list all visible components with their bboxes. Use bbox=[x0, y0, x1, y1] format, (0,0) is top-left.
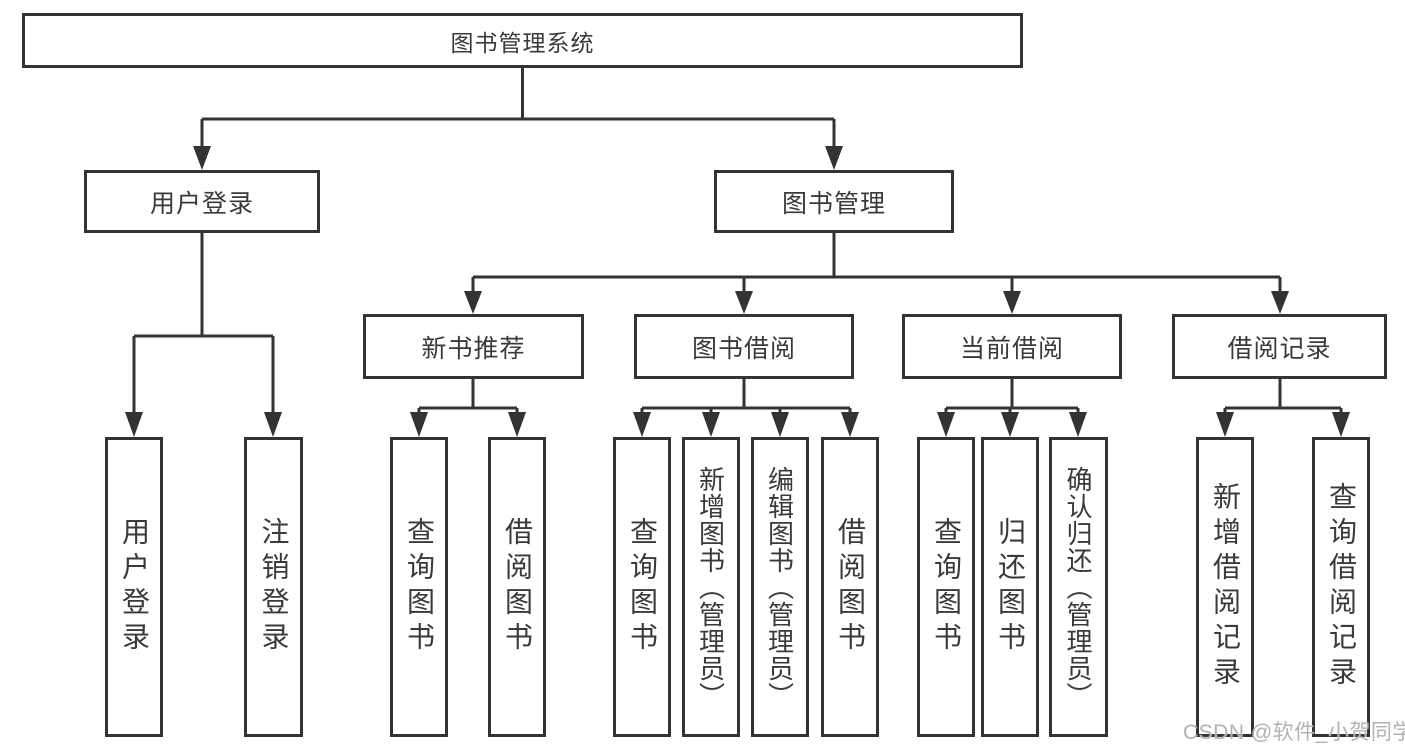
node-root-label: 图书管理系统 bbox=[450, 29, 595, 56]
node-leaf-query-books-1: 查询图书 bbox=[390, 437, 448, 737]
node-leaf-confirm-return-admin: 确认归还（管理员） bbox=[1049, 437, 1108, 737]
node-leaf-query-books-3: 查询图书 bbox=[917, 437, 975, 737]
node-book-borrow-label: 图书借阅 bbox=[691, 334, 796, 363]
node-current-borrow: 当前借阅 bbox=[902, 314, 1122, 379]
node-leaf-return-book: 归还图书 bbox=[981, 437, 1039, 737]
node-borrow-records-label: 借阅记录 bbox=[1227, 334, 1332, 363]
node-book-borrow: 图书借阅 bbox=[634, 314, 854, 379]
node-current-borrow-label: 当前借阅 bbox=[959, 334, 1064, 363]
node-new-book-recommend: 新书推荐 bbox=[363, 314, 584, 379]
node-leaf-query-borrow-record: 查询借阅记录 bbox=[1312, 437, 1370, 737]
node-leaf-query-books-2: 查询图书 bbox=[613, 437, 671, 737]
node-leaf-borrow-books-1: 借阅图书 bbox=[488, 437, 546, 737]
node-leaf-add-book-admin: 新增图书（管理员） bbox=[682, 437, 740, 737]
arrowhead-icons bbox=[125, 146, 1350, 437]
node-user-login: 用户登录 bbox=[84, 170, 320, 233]
node-leaf-logout: 注销登录 bbox=[244, 437, 303, 737]
node-new-book-recommend-label: 新书推荐 bbox=[421, 334, 526, 363]
node-root: 图书管理系统 bbox=[22, 13, 1023, 68]
node-book-management-label: 图书管理 bbox=[781, 189, 886, 218]
node-user-login-label: 用户登录 bbox=[149, 189, 254, 218]
csdn-watermark: CSDN @软件_小贺同学 bbox=[1183, 721, 1405, 744]
node-leaf-edit-book-admin: 编辑图书（管理员） bbox=[751, 437, 809, 737]
node-borrow-records: 借阅记录 bbox=[1172, 314, 1387, 379]
node-leaf-add-borrow-record: 新增借阅记录 bbox=[1196, 437, 1254, 737]
node-book-management: 图书管理 bbox=[714, 170, 954, 233]
node-leaf-user-login: 用户登录 bbox=[105, 437, 163, 737]
node-leaf-borrow-books-2: 借阅图书 bbox=[821, 437, 879, 737]
